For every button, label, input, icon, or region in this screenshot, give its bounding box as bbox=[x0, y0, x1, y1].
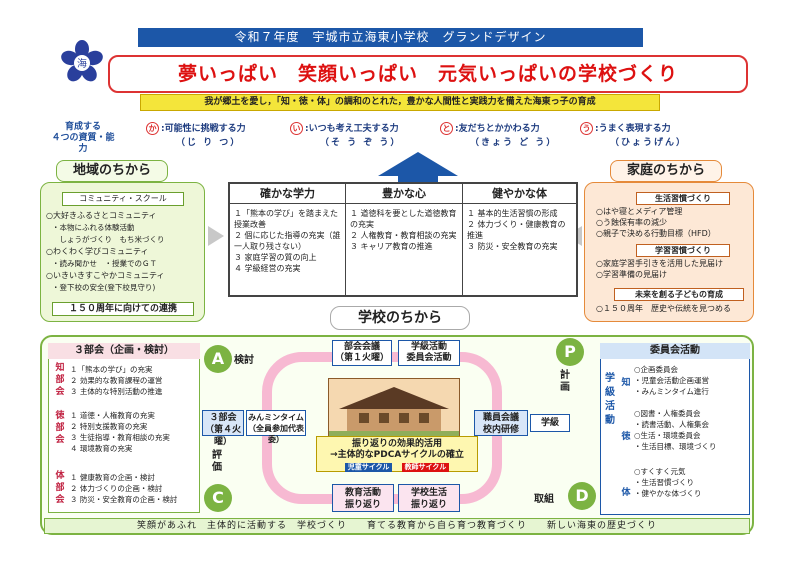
pillar-heading: 豊かな心 bbox=[346, 184, 462, 204]
pillar-items: １ 道徳科を要とした道徳教育の充実 ２ 人権教育・教育相談の充実 ３ キャリア教… bbox=[350, 209, 457, 251]
school-life-review-box: 学校生活 振り返り bbox=[398, 484, 460, 512]
logo-text: 海 bbox=[77, 57, 87, 70]
page-title: 令和７年度 宇城市立海東小学校 グランドデザイン bbox=[138, 28, 643, 47]
committee-list: ○すくすく元気 ・生活習慣づくり ・健やかな体づくり bbox=[634, 467, 702, 498]
committee-side-label: 体 bbox=[621, 488, 631, 498]
pillar-items: １ 基本的生活習慣の形成 ２ 体力づくり・健康教育の推進 ３ 防災・安全教育の充… bbox=[467, 209, 566, 251]
capability-mark: う bbox=[580, 122, 593, 135]
pdca-p-label: 計画 bbox=[560, 370, 570, 393]
list-item: ・登下校の安全(登下校見守り) bbox=[52, 283, 156, 292]
pillar-heading: 確かな学力 bbox=[230, 184, 345, 204]
bukai-panel bbox=[48, 343, 200, 513]
education-goal: 我が郷土を愛し，「知・徳・体」の調和のとれた，豊かな人間性と実践力を備えた海東っ… bbox=[140, 94, 660, 111]
school-title: 学校のちから bbox=[330, 306, 470, 330]
pillars-table: 確かな学力 豊かな心 健やかな体 １「熊本の学び」を踏まえた授業改善 ２ 個に応… bbox=[228, 182, 578, 297]
capability-item: う:うまく表現する力 （ひょうげん） bbox=[580, 121, 720, 151]
home-group-heading: 生活習慣づくり bbox=[636, 192, 730, 205]
pillar-heading: 健やかな体 bbox=[463, 184, 576, 204]
bukai-side-label: 体部会 bbox=[55, 471, 65, 505]
pdca-d-label: 取組 bbox=[534, 494, 554, 505]
bukai-heading: ３部会（企画・検討） bbox=[48, 343, 200, 359]
capability-mark: と bbox=[440, 122, 453, 135]
list-item: ○学習準備の見届け bbox=[596, 270, 667, 279]
committee-side-label: 知 bbox=[621, 378, 631, 388]
bukai-list: １ 健康教育の企画・検討 ２ 体力づくりの企画・検討 ３ 防災・安全教育の企画・… bbox=[70, 473, 178, 504]
pdca-a-label: 検討 bbox=[234, 355, 254, 366]
home-title: 家庭のちから bbox=[610, 160, 722, 182]
bukai-side-label: 徳部会 bbox=[55, 411, 65, 445]
bukai-list: １ 道徳・人権教育の充実 ２ 特別支援教育の充実 ３ 生徒指導・教育相談の充実 … bbox=[70, 411, 170, 453]
school-slogan: 夢いっぱい 笑顔いっぱい 元気いっぱいの学校づくり bbox=[108, 55, 748, 93]
committee-list: ○図書・人権委員会 ・読書活動、人権集会 ○生活・環境委員会 ・生活目標、環境づ… bbox=[634, 409, 717, 451]
home-list: ○はや寝とメディア管理 ○う蝕保有率の減少 ○親子で決める行動目標（HFD） bbox=[596, 206, 752, 239]
pdca-p-icon: P bbox=[556, 338, 584, 366]
capability-mark: い bbox=[290, 122, 303, 135]
class-committee-box: 学級活動 委員会活動 bbox=[398, 340, 460, 366]
list-item: ○いきいきすこやかコミュニティ bbox=[46, 271, 165, 280]
student-cycle-tag: 児童サイクル bbox=[344, 463, 393, 472]
capabilities-heading: 育成する ４つの資質・能力 bbox=[51, 122, 115, 154]
class-activity-label: 学級活動 bbox=[605, 373, 615, 426]
staff-meeting-box: 職員会議 校内研修 bbox=[474, 410, 528, 436]
list-item: ○大好きふるさとコミュニティ bbox=[46, 211, 157, 220]
home-group-heading: 未来を創る子どもの育成 bbox=[614, 288, 744, 301]
school-building-image bbox=[328, 378, 460, 438]
committee-heading: 委員会活動 bbox=[600, 343, 750, 359]
reflection-box: 振り返りの効果的活用 →主体的なPDCAサイクルの確立 児童サイクル 教師サイク… bbox=[316, 436, 478, 472]
pdca-d-icon: D bbox=[568, 482, 596, 510]
home-group-heading: 学習習慣づくり bbox=[636, 244, 730, 257]
list-item: ○親子で決める行動目標（HFD） bbox=[596, 229, 716, 238]
list-item: ・読み聞かせ ・授業でのＧＴ bbox=[52, 259, 157, 268]
pdca-c-label: 評価 bbox=[212, 450, 222, 473]
bukai-side-label: 知部会 bbox=[55, 363, 65, 397]
bukai-meeting-box: 部会会議 （第１火曜） bbox=[332, 340, 392, 366]
reflection-subtitle: →主体的なPDCAサイクルの確立 bbox=[330, 450, 464, 460]
pdca-a-icon: A bbox=[204, 345, 232, 373]
committee-panel bbox=[600, 343, 750, 515]
reflection-title: 振り返りの効果的活用 bbox=[351, 439, 442, 449]
school-logo: 海 bbox=[60, 40, 104, 84]
region-title: 地域のちから bbox=[56, 160, 168, 182]
region-subtitle: コミュニティ・スクール bbox=[62, 192, 184, 206]
home-list: ○１５０周年 歴史や伝統を見つめる bbox=[596, 303, 752, 314]
teacher-cycle-tag: 教師サイクル bbox=[401, 463, 450, 472]
up-arrow-icon bbox=[378, 152, 458, 176]
capability-item: い:いつも考え工夫する力 （そ う ぞ う） bbox=[290, 121, 430, 151]
list-item: ○家庭学習手引きを活用した見届け bbox=[596, 259, 723, 268]
class-box: 学級 bbox=[530, 414, 570, 432]
list-item: ・本物にふれる体験活動 bbox=[52, 223, 135, 232]
bukai-list: １「熊本の学び」の充実 ２ 効果的な教育課程の運営 ３ 主体的な特別活動の推進 bbox=[70, 365, 163, 396]
footer-motto: 笑顔があふれ 主体的に活動する 学校づくり 育てる教育から自ら育つ教育づくり 新… bbox=[44, 518, 750, 534]
region-footer: １５０周年に向けての連携 bbox=[52, 302, 194, 316]
capability-item: か:可能性に挑戦する力 （じ り つ） bbox=[146, 121, 286, 151]
pdca-c-icon: C bbox=[204, 484, 232, 512]
pillar-items: １「熊本の学び」を踏まえた授業改善 ２ 個に応じた指導の充実（誰一人取り残さない… bbox=[234, 209, 341, 273]
home-list: ○家庭学習手引きを活用した見届け ○学習準備の見届け bbox=[596, 258, 752, 280]
education-review-box: 教育活動 振り返り bbox=[332, 484, 394, 512]
committee-list: ○企画委員会 ・児童会活動企画運営 ・みんミンタイム進行 bbox=[634, 365, 709, 396]
list-item: しょうがづくり もち米づくり bbox=[52, 235, 165, 244]
committee-side-label: 徳 bbox=[621, 432, 631, 442]
list-item: ○わくわく学びコミュニティ bbox=[46, 247, 149, 256]
sanbukai-box: ３部会 （第４火曜） bbox=[202, 410, 244, 447]
up-arrow-shaft bbox=[398, 176, 438, 184]
capability-item: と:友だちとかかわる力 （きょう ど う） bbox=[440, 121, 580, 151]
list-item: ○う蝕保有率の減少 bbox=[596, 218, 667, 227]
list-item: ○はや寝とメディア管理 bbox=[596, 207, 683, 216]
region-list: ○大好きふるさとコミュニティ ・本物にふれる体験活動 しょうがづくり もち米づく… bbox=[46, 210, 202, 294]
capability-mark: か bbox=[146, 122, 159, 135]
right-arrow-icon bbox=[208, 226, 224, 246]
list-item: ○１５０周年 歴史や伝統を見つめる bbox=[596, 304, 731, 313]
minmin-time-box: みんミンタイム （全員参加代表委） bbox=[246, 410, 306, 444]
